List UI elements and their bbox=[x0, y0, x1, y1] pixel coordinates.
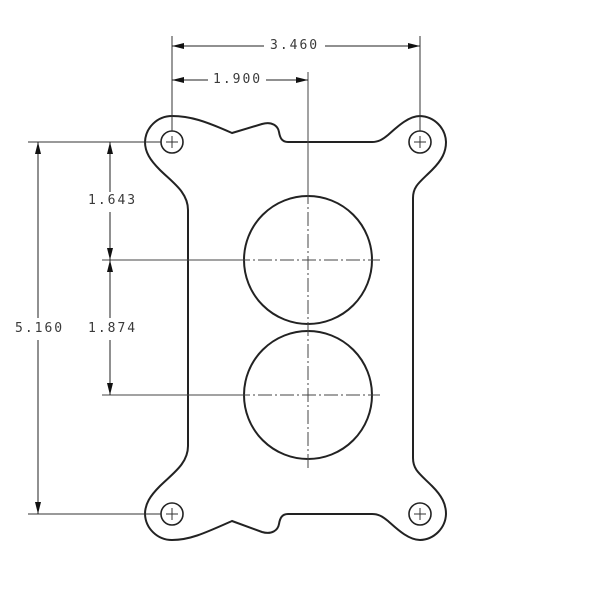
dimension-overall-height: 5.160 bbox=[13, 321, 67, 336]
bolt-hole-crosses bbox=[166, 136, 426, 520]
bolt-holes bbox=[160, 130, 432, 526]
dimension-bore-offset-x: 1.900 bbox=[211, 72, 265, 87]
gasket-outline bbox=[143, 114, 448, 542]
extension-lines bbox=[28, 36, 421, 515]
dimension-lines bbox=[35, 43, 420, 514]
centerlines bbox=[102, 72, 380, 468]
dimension-top-to-bore: 1.643 bbox=[86, 193, 140, 208]
bolt-hole-bottom-right bbox=[408, 502, 432, 526]
dimension-overall-width: 3.460 bbox=[268, 38, 322, 53]
dimension-bore-spacing: 1.874 bbox=[86, 321, 140, 336]
